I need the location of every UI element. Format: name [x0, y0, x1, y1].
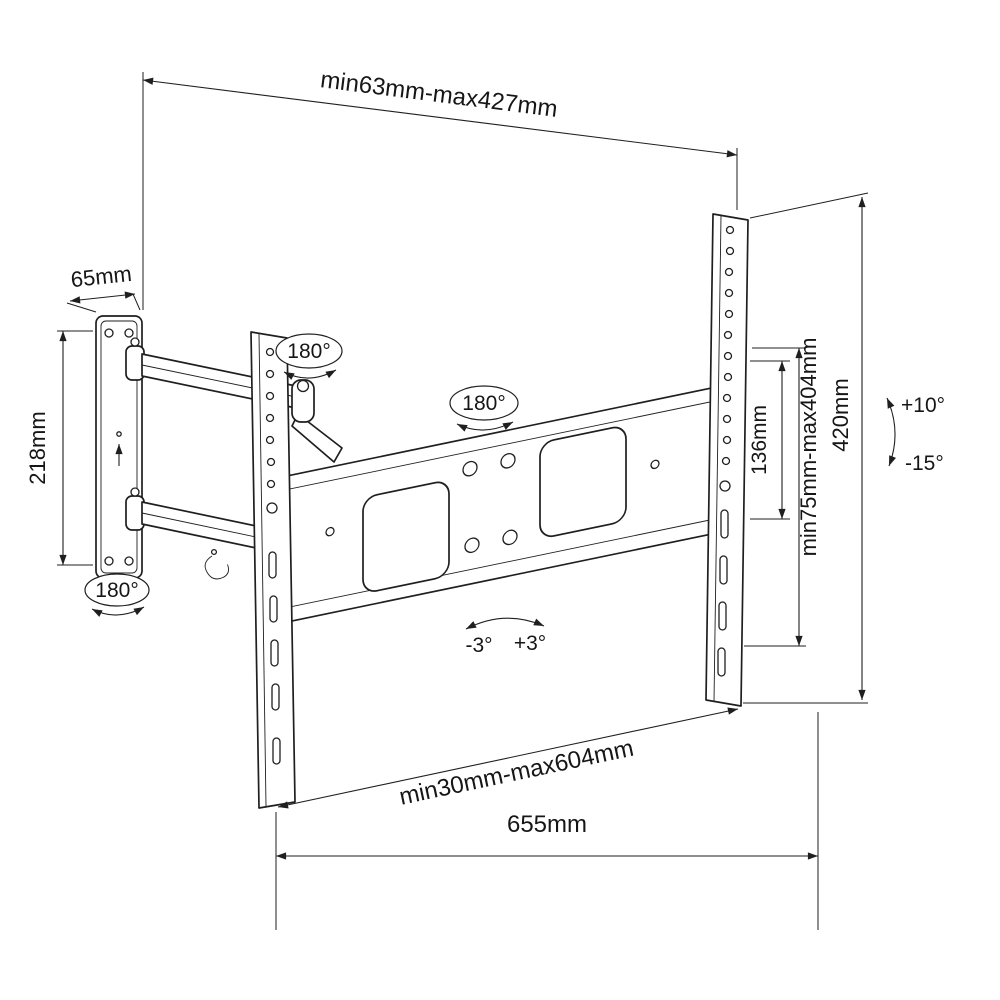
swivel-top-label: 180° [287, 340, 330, 363]
dimension-bottom-span: min30mm-max604mm [277, 707, 739, 811]
wall-plate-screw-holes [104, 328, 134, 566]
swivel-center-balloon [449, 385, 519, 421]
dimension-height-range: min75mm-max404mm [744, 338, 821, 647]
extension-line [132, 293, 141, 311]
dimension-line [142, 77, 738, 158]
dimension-top-span: min63mm-max427mm [142, 66, 738, 310]
swivel-center-label: 180° [462, 392, 505, 415]
dimension-plate-width: 65mm [66, 261, 141, 313]
extension-line [66, 302, 97, 313]
swivel-center-indicator: 180° [449, 385, 519, 432]
bottom-span-label: min30mm-max604mm [397, 735, 636, 811]
crossbar-body [286, 381, 738, 623]
swivel-top-indicator: 180° [275, 333, 343, 380]
crossbar-top-fold [287, 395, 737, 491]
crossbar-cutout-left [362, 481, 450, 592]
tilt-up-label: +10° [901, 394, 945, 417]
swivel-center-arc-arrow [456, 421, 514, 432]
right-rail-holes [719, 225, 735, 492]
dimension-plate-height: 218mm [25, 330, 93, 566]
cable-clip [204, 548, 229, 580]
upper-link [291, 413, 343, 463]
crossbar [286, 381, 738, 623]
swivel-bottom-indicator: 180° [84, 573, 150, 617]
dimension-line [277, 707, 739, 809]
dimension-total-width: 655mm [275, 712, 819, 930]
level-arc-arrow [465, 617, 545, 630]
right-rail-slots [717, 509, 729, 677]
height-range-label: min75mm-max404mm [796, 338, 821, 557]
upper-elbow-bolt [296, 379, 310, 393]
wall-plate-inner-edge [100, 320, 138, 574]
tilt-arc-arrow [886, 397, 896, 467]
vesa-vertical-label: 136mm [748, 405, 771, 475]
right-rail-edge [713, 215, 722, 702]
dimension-line [69, 291, 136, 304]
left-rail [250, 331, 296, 809]
wall-plate [95, 315, 145, 579]
plate-height-label: 218mm [25, 411, 50, 484]
swivel-bottom-label: 180° [95, 579, 138, 602]
swivel-top-balloon [275, 333, 343, 369]
vesa-holes [462, 452, 518, 554]
tilt-angle-indicator: +10° -15° [886, 394, 945, 475]
up-arrow-marking [115, 431, 123, 466]
level-angle-indicator: -3° +3° [465, 617, 546, 657]
top-span-label: min63mm-max427mm [319, 66, 559, 123]
crossbar-bottom-fold [287, 513, 737, 609]
level-minus-label: -3° [465, 634, 492, 657]
crossbar-cutout-right [539, 426, 627, 538]
lower-hinge-bolt [130, 487, 140, 497]
dimension-vesa-vertical: 136mm [748, 360, 790, 520]
level-plus-label: +3° [514, 632, 546, 655]
extension-line [749, 192, 869, 219]
swivel-bottom-balloon [84, 573, 150, 607]
right-rail [705, 213, 749, 707]
tilt-down-label: -15° [905, 452, 944, 475]
swivel-bottom-arc-arrow [91, 606, 145, 617]
dimension-rail-height: 420mm [743, 192, 869, 704]
plate-width-label: 65mm [70, 261, 133, 292]
upper-hinge-bolt [130, 337, 140, 347]
left-rail-edge [258, 333, 267, 807]
rail-height-label: 420mm [828, 378, 853, 451]
crossbar-small-holes [325, 459, 660, 537]
swivel-top-arc-arrow [283, 369, 337, 380]
left-rail-holes [265, 347, 278, 514]
total-width-label: 655mm [507, 811, 587, 838]
